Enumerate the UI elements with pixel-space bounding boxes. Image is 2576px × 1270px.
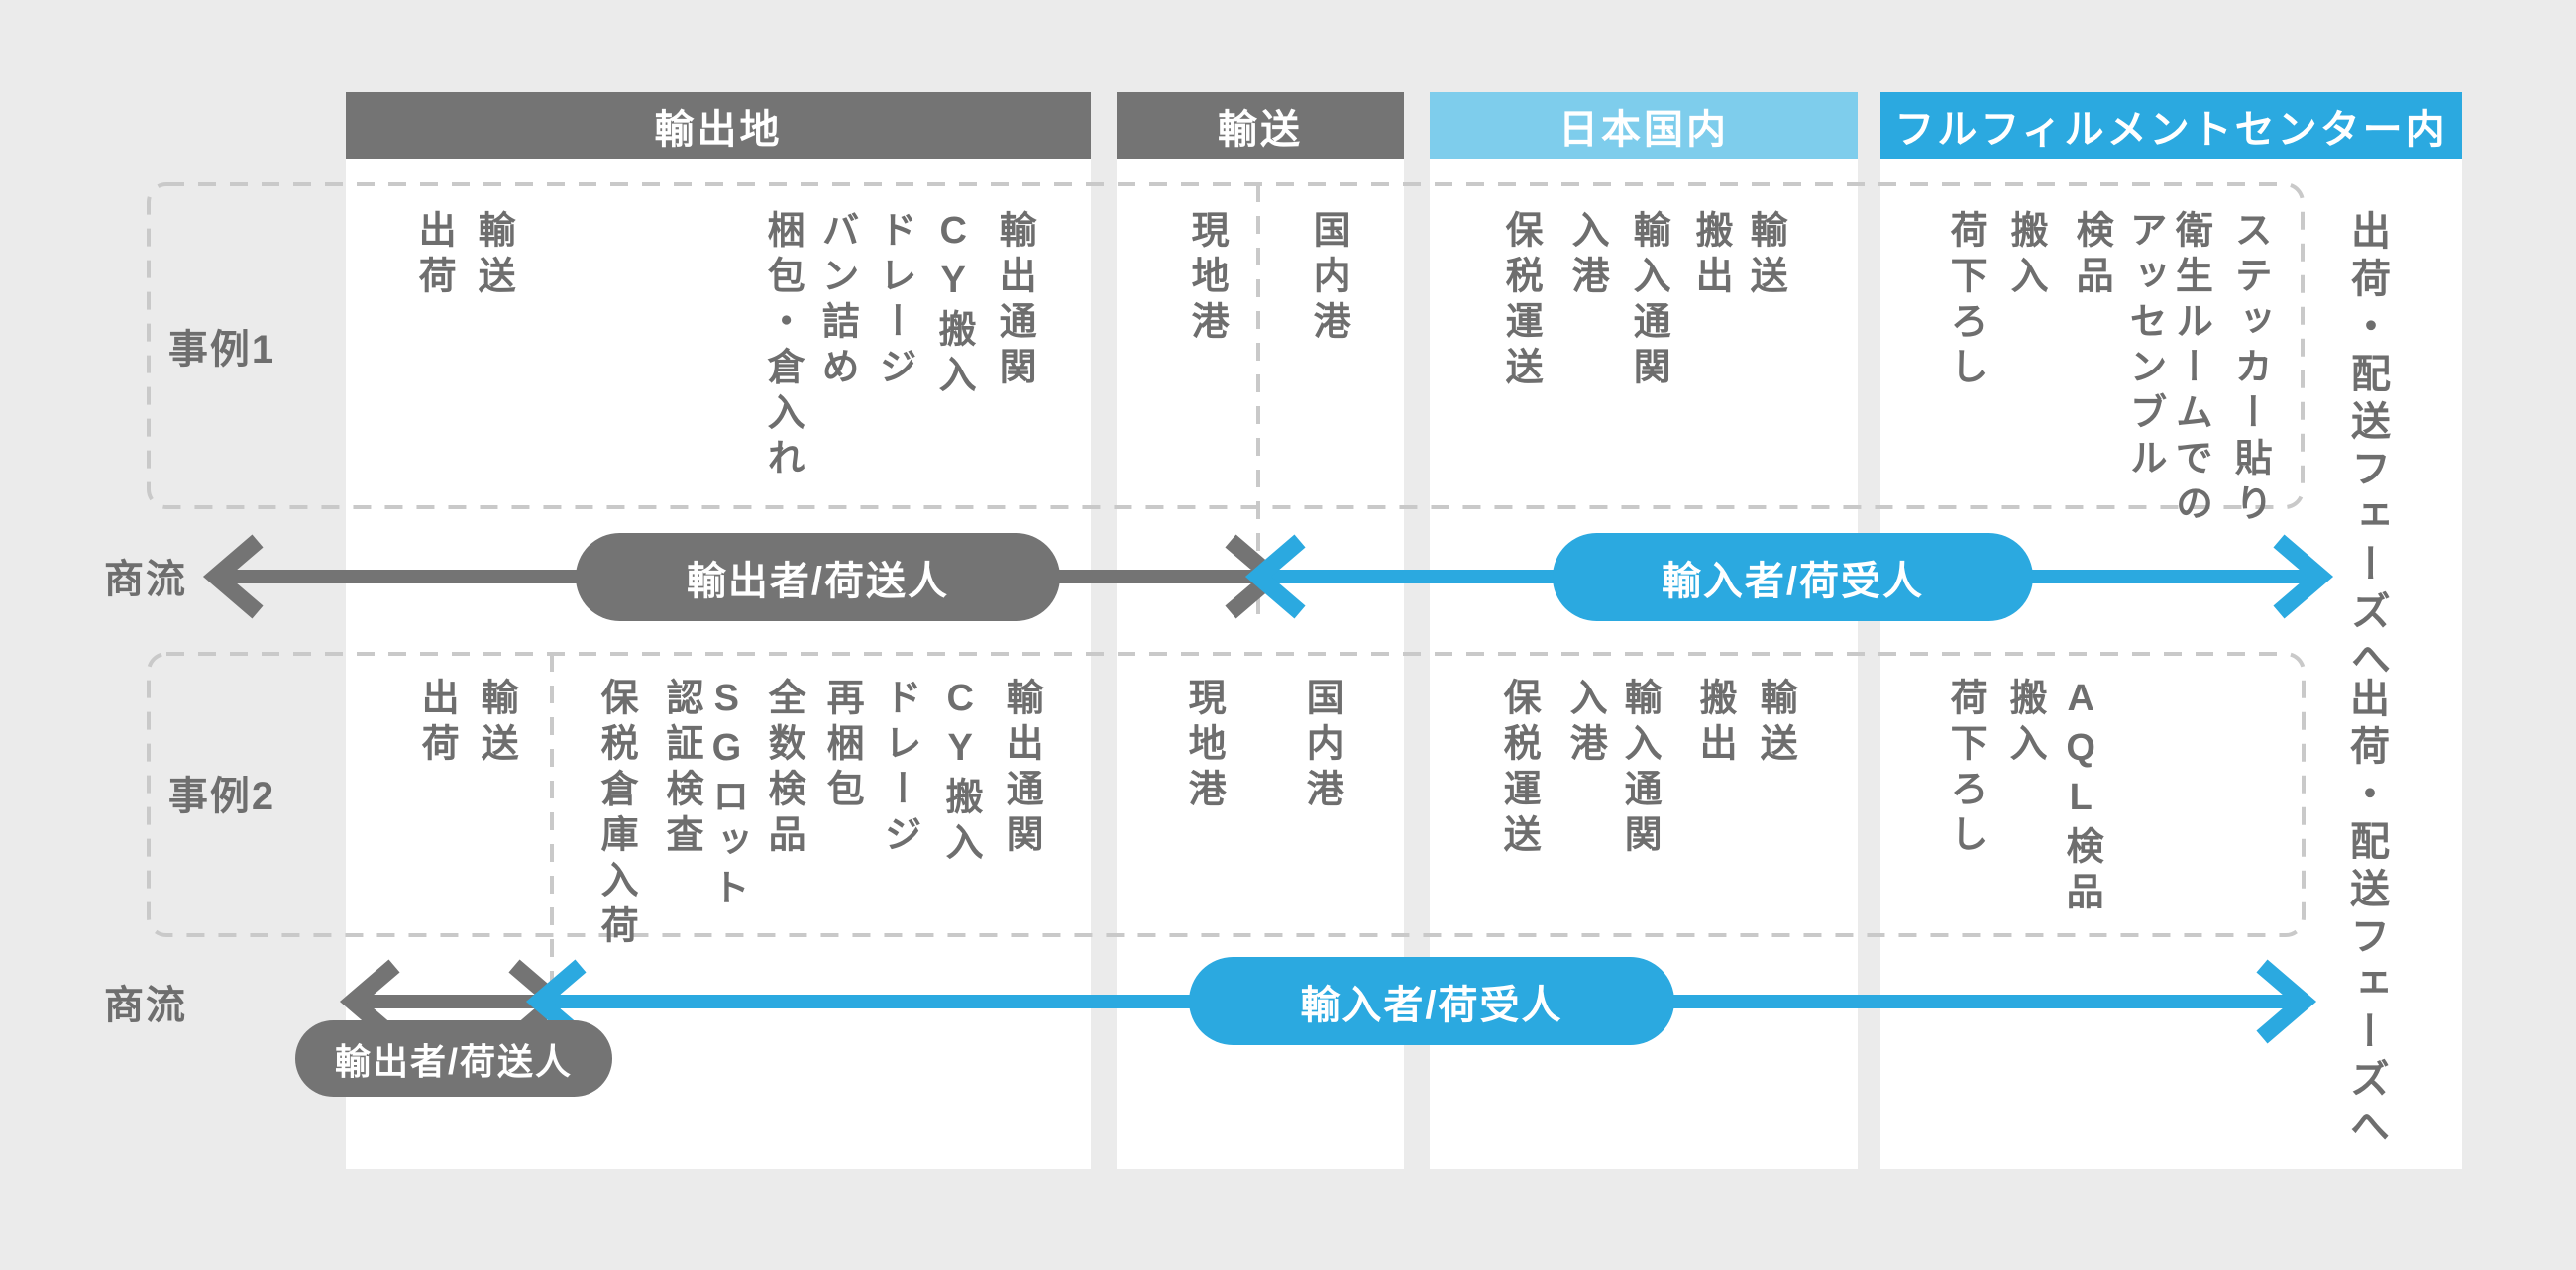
- process-step-label: 輸出通関: [993, 210, 1035, 392]
- header-japan-domestic: 日本国内: [1430, 92, 1858, 159]
- flow2-importer-consignee-pill: 輸入者/荷受人: [1189, 957, 1674, 1045]
- process-step-label: CY搬入: [932, 210, 975, 400]
- header-fulfillment-center: フルフィルメントセンター内: [1880, 92, 2462, 159]
- case1-exit-to-shipping-phase-label: 出荷・配送フェーズへ: [2345, 210, 2389, 686]
- process-step-label: 保税運送: [1499, 210, 1542, 392]
- process-step-label: バン詰め: [815, 210, 858, 392]
- process-step-label: 入港: [1563, 678, 1606, 769]
- case1-dashed-box: [147, 182, 2305, 509]
- process-step-label: 再梱包: [820, 678, 863, 814]
- process-step-label: 搬出: [1693, 678, 1736, 769]
- flow1-row-label: 商流: [104, 558, 187, 601]
- process-step-label: 検品: [2070, 210, 2112, 301]
- process-step-label: 保税倉庫入荷: [594, 678, 637, 951]
- header-transport: 輸送: [1117, 92, 1404, 159]
- process-step-label: 出荷: [415, 678, 458, 769]
- process-step-label: 輸送: [472, 210, 514, 301]
- process-step-label: 搬入: [2004, 210, 2047, 301]
- process-step-label: 搬入: [2003, 678, 2046, 769]
- process-step-label: 輸入通関: [1618, 678, 1661, 860]
- case2-dashed-box: [147, 652, 2306, 937]
- case1-row-label: 事例1: [167, 328, 276, 371]
- process-step-label: 国内港: [1307, 210, 1349, 347]
- process-step-label: 輸入通関: [1627, 210, 1669, 392]
- process-step-label: 輸送: [475, 678, 517, 769]
- process-step-label: 現地港: [1185, 210, 1228, 347]
- process-step-label: 輸送: [1754, 678, 1796, 769]
- flow2-exporter-shipper-pill: 輸出者/荷送人: [295, 1020, 612, 1097]
- process-step-label: SGロット 認証検査: [660, 678, 748, 913]
- process-step-label: 現地港: [1182, 678, 1225, 814]
- process-step-label: 保税運送: [1497, 678, 1540, 860]
- process-step-label: 入港: [1565, 210, 1608, 301]
- flow1-importer-consignee-pill: 輸入者/荷受人: [1553, 533, 2033, 621]
- flow1-exporter-shipper-pill: 輸出者/荷送人: [576, 533, 1060, 621]
- process-step-label: 全数検品: [762, 678, 805, 860]
- process-step-label: 出荷: [412, 210, 455, 301]
- process-step-label: 衛生ルームでの アッセンブル: [2123, 210, 2211, 529]
- process-step-label: AQL検品: [2060, 678, 2102, 917]
- process-step-label: 荷下ろし: [1944, 210, 1986, 392]
- process-step-label: 輸送: [1744, 210, 1786, 301]
- process-step-label: 荷下ろし: [1944, 678, 1986, 860]
- process-step-label: ステッカー貼り: [2228, 210, 2271, 529]
- flow2-row-label: 商流: [104, 984, 187, 1027]
- process-step-label: CY搬入: [939, 678, 982, 868]
- header-export-origin: 輸出地: [346, 92, 1091, 159]
- process-step-label: 梱包・倉入れ: [761, 210, 804, 483]
- case2-exit-to-shipping-phase-label: 出荷・配送フェーズへ: [2344, 678, 2388, 1153]
- process-step-label: ドレージ: [878, 678, 920, 860]
- process-step-label: 国内港: [1300, 678, 1342, 814]
- process-step-label: 輸出通関: [1000, 678, 1042, 860]
- case2-row-label: 事例2: [167, 775, 276, 818]
- process-step-label: 搬出: [1689, 210, 1732, 301]
- process-step-label: ドレージ: [873, 210, 915, 392]
